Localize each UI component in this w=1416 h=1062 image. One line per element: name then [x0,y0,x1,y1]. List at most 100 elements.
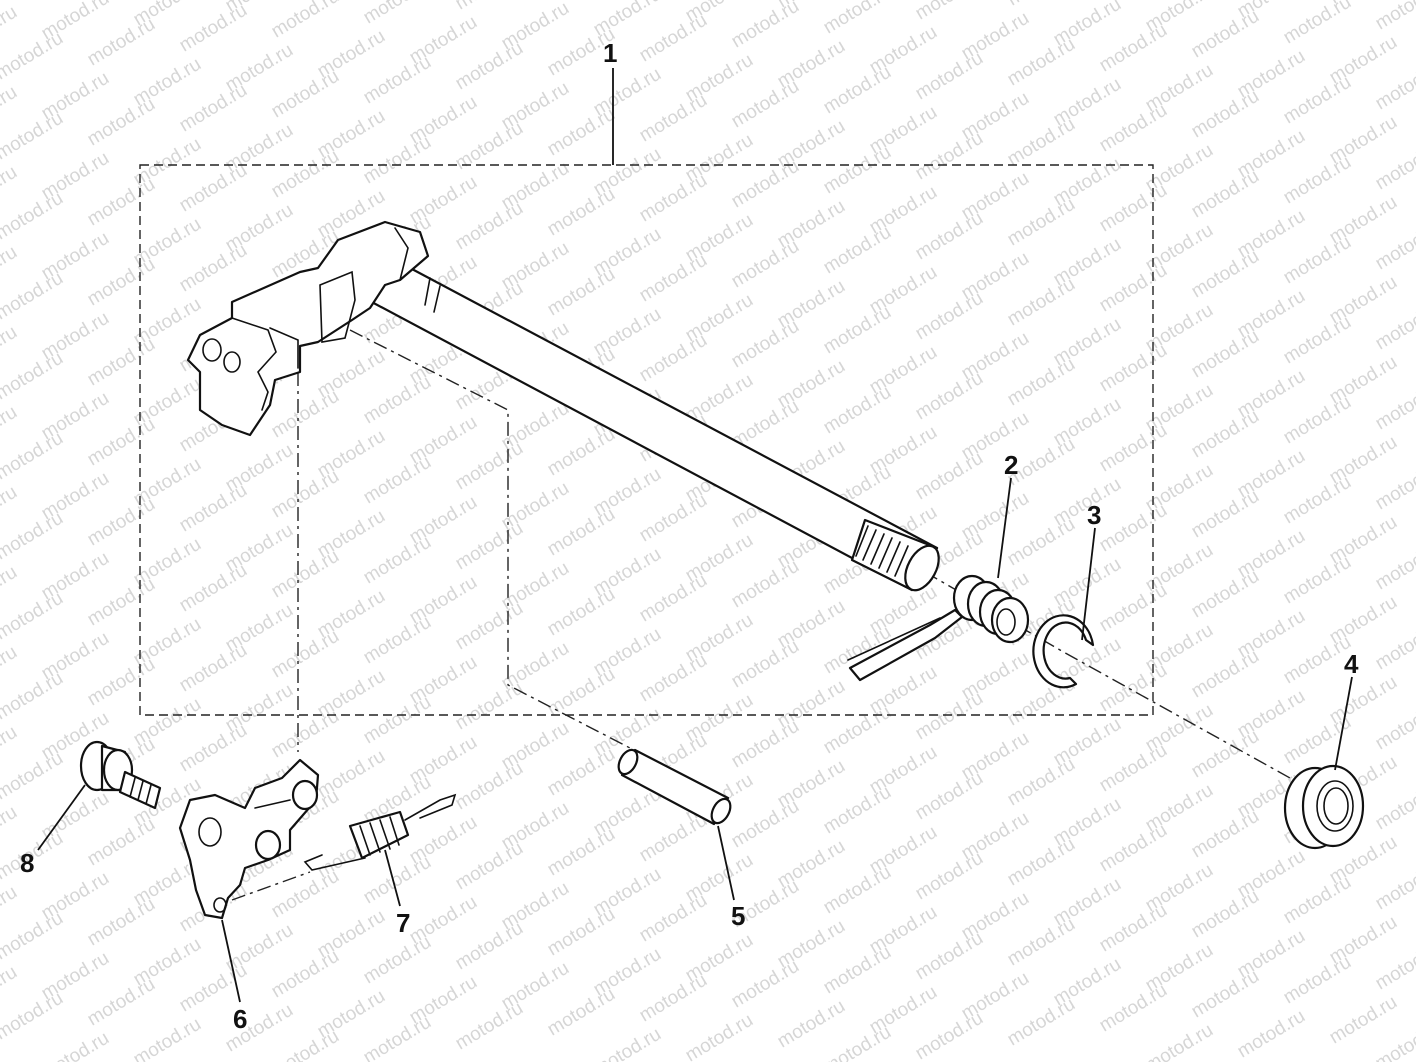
watermark-text: motod.ru [84,14,159,71]
watermark-text: motod.ru [544,744,619,801]
dowel-pin [617,748,732,826]
centerline-shaft [924,571,1291,779]
callout-3: 3 [1087,500,1101,530]
bolt [79,740,162,810]
watermark-text: motod.ru [636,570,711,627]
watermark-text: motod.ru [84,414,159,471]
watermark-text: motod.ru [774,996,849,1053]
watermark-text: motod.ru [820,782,895,839]
watermark-text: motod.ru [0,988,67,1045]
watermark-text: motod.ru [1004,994,1079,1051]
watermark-text: motod.ru [1096,180,1171,237]
watermark-text: motod.ru [1372,1018,1416,1062]
watermark-text: motod.ru [1096,20,1171,77]
watermark-text: motod.ru [1372,138,1416,195]
watermark-text: motod.ru [1280,0,1355,48]
leader-7 [384,849,401,907]
watermark-text: motod.ru [0,908,67,965]
watermark-text: motod.ru [728,796,803,853]
watermark-text: motod.ru [544,904,619,961]
watermark-text: motod.ru [636,90,711,147]
watermark-text: motod.ru [360,372,435,429]
watermark-text: motod.ru [636,10,711,67]
watermark-text: motod.ru [0,588,67,645]
watermark-text: motod.ru [820,0,895,38]
watermark-text: motod.ru [1280,232,1355,289]
watermark-text: motod.ru [728,0,803,52]
callout-8: 8 [20,848,34,878]
watermark-text: motod.ru [912,368,987,425]
watermark-text: motod.ru [728,636,803,693]
watermark-text: motod.ru [452,0,527,14]
watermark-text: motod.ru [912,0,987,24]
callout-2: 2 [1004,450,1018,480]
watermark-text: motod.ru [820,702,895,759]
watermark-text: motod.ru [84,574,159,631]
watermark-text: motod.ru [1188,726,1263,783]
watermark-text: motod.ru [1372,0,1416,34]
callout-1: 1 [603,38,617,68]
watermark-text: motod.ru [452,838,527,895]
watermark-text: motod.ru [360,532,435,589]
watermark-text: motod.ru [636,890,711,947]
watermark-text: motod.ru [1004,34,1079,91]
watermark-text: motod.ru [1188,246,1263,303]
watermark-text: motod.ru [544,264,619,321]
leader-8 [37,784,86,851]
watermark-text: motod.ru [912,1008,987,1062]
watermark-text: motod.ru [912,928,987,985]
watermark-text: motod.ru [360,612,435,669]
watermark-text: motod.ru [360,132,435,189]
watermark-text: motod.ru [728,76,803,133]
watermark-text: motod.ru [268,66,343,123]
watermark-text: motod.ru [1188,86,1263,143]
watermark-text: motod.ru [636,650,711,707]
watermark-text: motod.ru [84,174,159,231]
watermark-text: motod.ru [1326,992,1401,1049]
watermark-text: motod.ru [1096,500,1171,557]
watermark-text: motod.ru [130,1014,205,1062]
watermark-text: motod.ru [544,424,619,481]
watermark-text: motod.ru [360,1012,435,1062]
watermark-text: motod.ru [1188,326,1263,383]
watermark-text: motod.ru [728,556,803,613]
watermark-text: motod.ru [728,236,803,293]
watermark-text: motod.ru [1188,646,1263,703]
watermark-text: motod.ru [820,142,895,199]
watermark-text: motod.ru [1372,458,1416,515]
watermark-text: motod.ru [1280,872,1355,929]
watermark-text: motod.ru [360,932,435,989]
watermark-text: motod.ru [1372,58,1416,115]
watermark-text: motod.ru [1004,914,1079,971]
watermark-text: motod.ru [912,688,987,745]
watermark-text: motod.ru [268,866,343,923]
watermark-text: motod.ru [1280,72,1355,129]
watermark-text: motod.ru [1188,966,1263,1023]
watermark-text: motod.ru [1280,472,1355,529]
watermark-text: motod.ru [544,664,619,721]
watermark-text: motod.ru [728,156,803,213]
watermark-text: motod.ru [1004,754,1079,811]
watermark-text: motod.ru [268,386,343,443]
watermark-text: motod.ru [820,222,895,279]
leader-4 [1334,676,1353,771]
watermark-text: motod.ru [268,946,343,1003]
watermark-text: motod.ru [1372,778,1416,835]
watermark-text: motod.ru [1280,152,1355,209]
watermark-text: motod.ru [1188,166,1263,223]
watermark-text: motod.ru [176,160,251,217]
watermark-text: motod.ru [1188,886,1263,943]
watermark-text: motod.ru [1280,552,1355,609]
watermark-text: motod.ru [636,810,711,867]
watermark-text: motod.ru [1372,378,1416,435]
shift-arm-plate [186,220,430,437]
watermark-text: motod.ru [268,1026,343,1062]
circlip [1032,614,1095,689]
watermark-text: motod.ru [820,1022,895,1062]
watermark-text: motod.ru [1280,952,1355,1009]
watermark-text: motod.ru [1188,566,1263,623]
watermark-text: motod.ru [84,814,159,871]
watermark-text: motod.ru [0,348,67,405]
watermark-text: motod.ru [0,268,67,325]
